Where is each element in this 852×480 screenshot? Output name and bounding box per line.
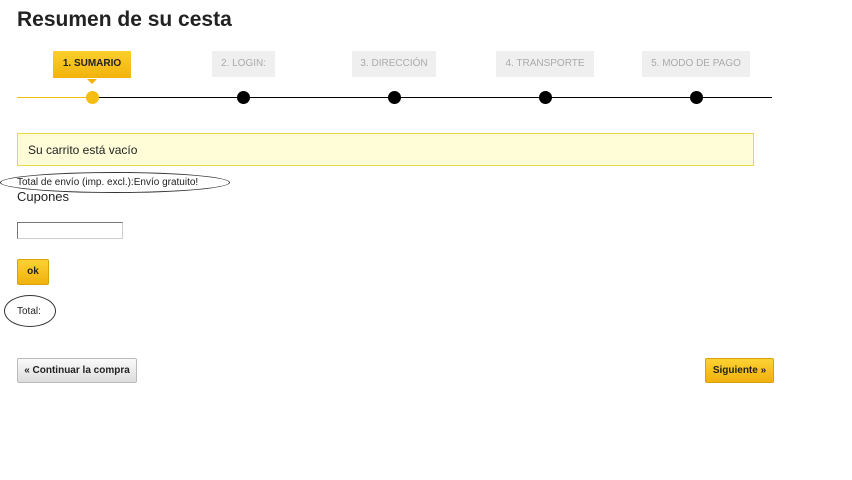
step-dot	[237, 91, 250, 104]
next-button[interactable]: Siguiente »	[705, 358, 774, 383]
coupon-ok-button[interactable]: ok	[17, 259, 49, 285]
step-dot	[539, 91, 552, 104]
progress-line-done	[17, 97, 92, 98]
step-dot	[388, 91, 401, 104]
coupons-label: Cupones	[17, 189, 70, 204]
page-title: Resumen de su cesta	[17, 8, 232, 31]
empty-cart-message: Su carrito está vacío	[17, 133, 754, 166]
step-shipping[interactable]: 4. TRANSPORTE	[496, 51, 594, 77]
coupon-input[interactable]	[17, 222, 123, 239]
step-dot-active	[86, 91, 99, 104]
step-address[interactable]: 3. DIRECCIÓN	[352, 51, 436, 77]
annotation-ellipse	[0, 172, 230, 193]
total-label: Total:	[17, 306, 41, 317]
continue-shopping-button[interactable]: « Continuar la compra	[17, 358, 137, 383]
step-payment[interactable]: 5. MODO DE PAGO	[642, 51, 750, 77]
shipping-total: Total de envío (imp. excl.):Envío gratui…	[17, 177, 199, 188]
step-login[interactable]: 2. LOGIN:	[212, 51, 275, 77]
step-summary: 1. SUMARIO	[53, 51, 131, 84]
step-dot	[690, 91, 703, 104]
annotation-ellipse	[4, 295, 56, 327]
